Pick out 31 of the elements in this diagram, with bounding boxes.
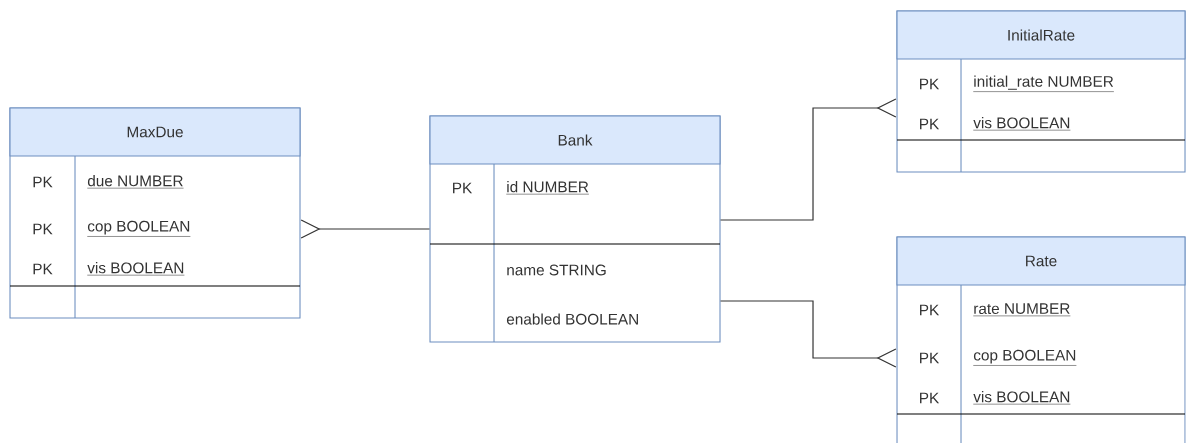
field-name: id NUMBER (506, 181, 590, 195)
key-label: PK (33, 263, 53, 275)
key-label: PK (920, 304, 940, 316)
table-title: Bank (558, 134, 593, 146)
field-name: rate NUMBER (973, 303, 1071, 317)
table-title: Rate (1026, 255, 1057, 267)
entity-table (9, 107, 301, 319)
field-name: cop BOOLEAN (87, 220, 191, 237)
table-title: InitialRate (1008, 29, 1075, 41)
field-name: due NUMBER (87, 175, 184, 189)
key-label: PK (920, 352, 940, 364)
field-name: vis BOOLEAN (973, 391, 1071, 405)
field-name: enabled BOOLEAN (506, 313, 638, 325)
field-name: vis BOOLEAN (87, 262, 185, 276)
entity-table (429, 115, 721, 343)
field-name: initial_rate NUMBER (973, 75, 1115, 92)
relationship-line (719, 300, 897, 368)
key-label: PK (920, 392, 940, 404)
field-name: name STRING (507, 264, 606, 276)
key-label: PK (33, 176, 53, 188)
key-label: PK (33, 223, 53, 235)
key-label: PK (453, 182, 473, 194)
field-name: vis BOOLEAN (973, 117, 1071, 131)
key-label: PK (920, 118, 940, 130)
relationship-line (719, 98, 897, 221)
key-label: PK (920, 78, 940, 90)
entity-table (896, 236, 1186, 443)
relationship-line (300, 219, 431, 239)
table-title: MaxDue (127, 126, 183, 138)
entity-table (896, 10, 1186, 173)
field-name: cop BOOLEAN (973, 349, 1077, 366)
